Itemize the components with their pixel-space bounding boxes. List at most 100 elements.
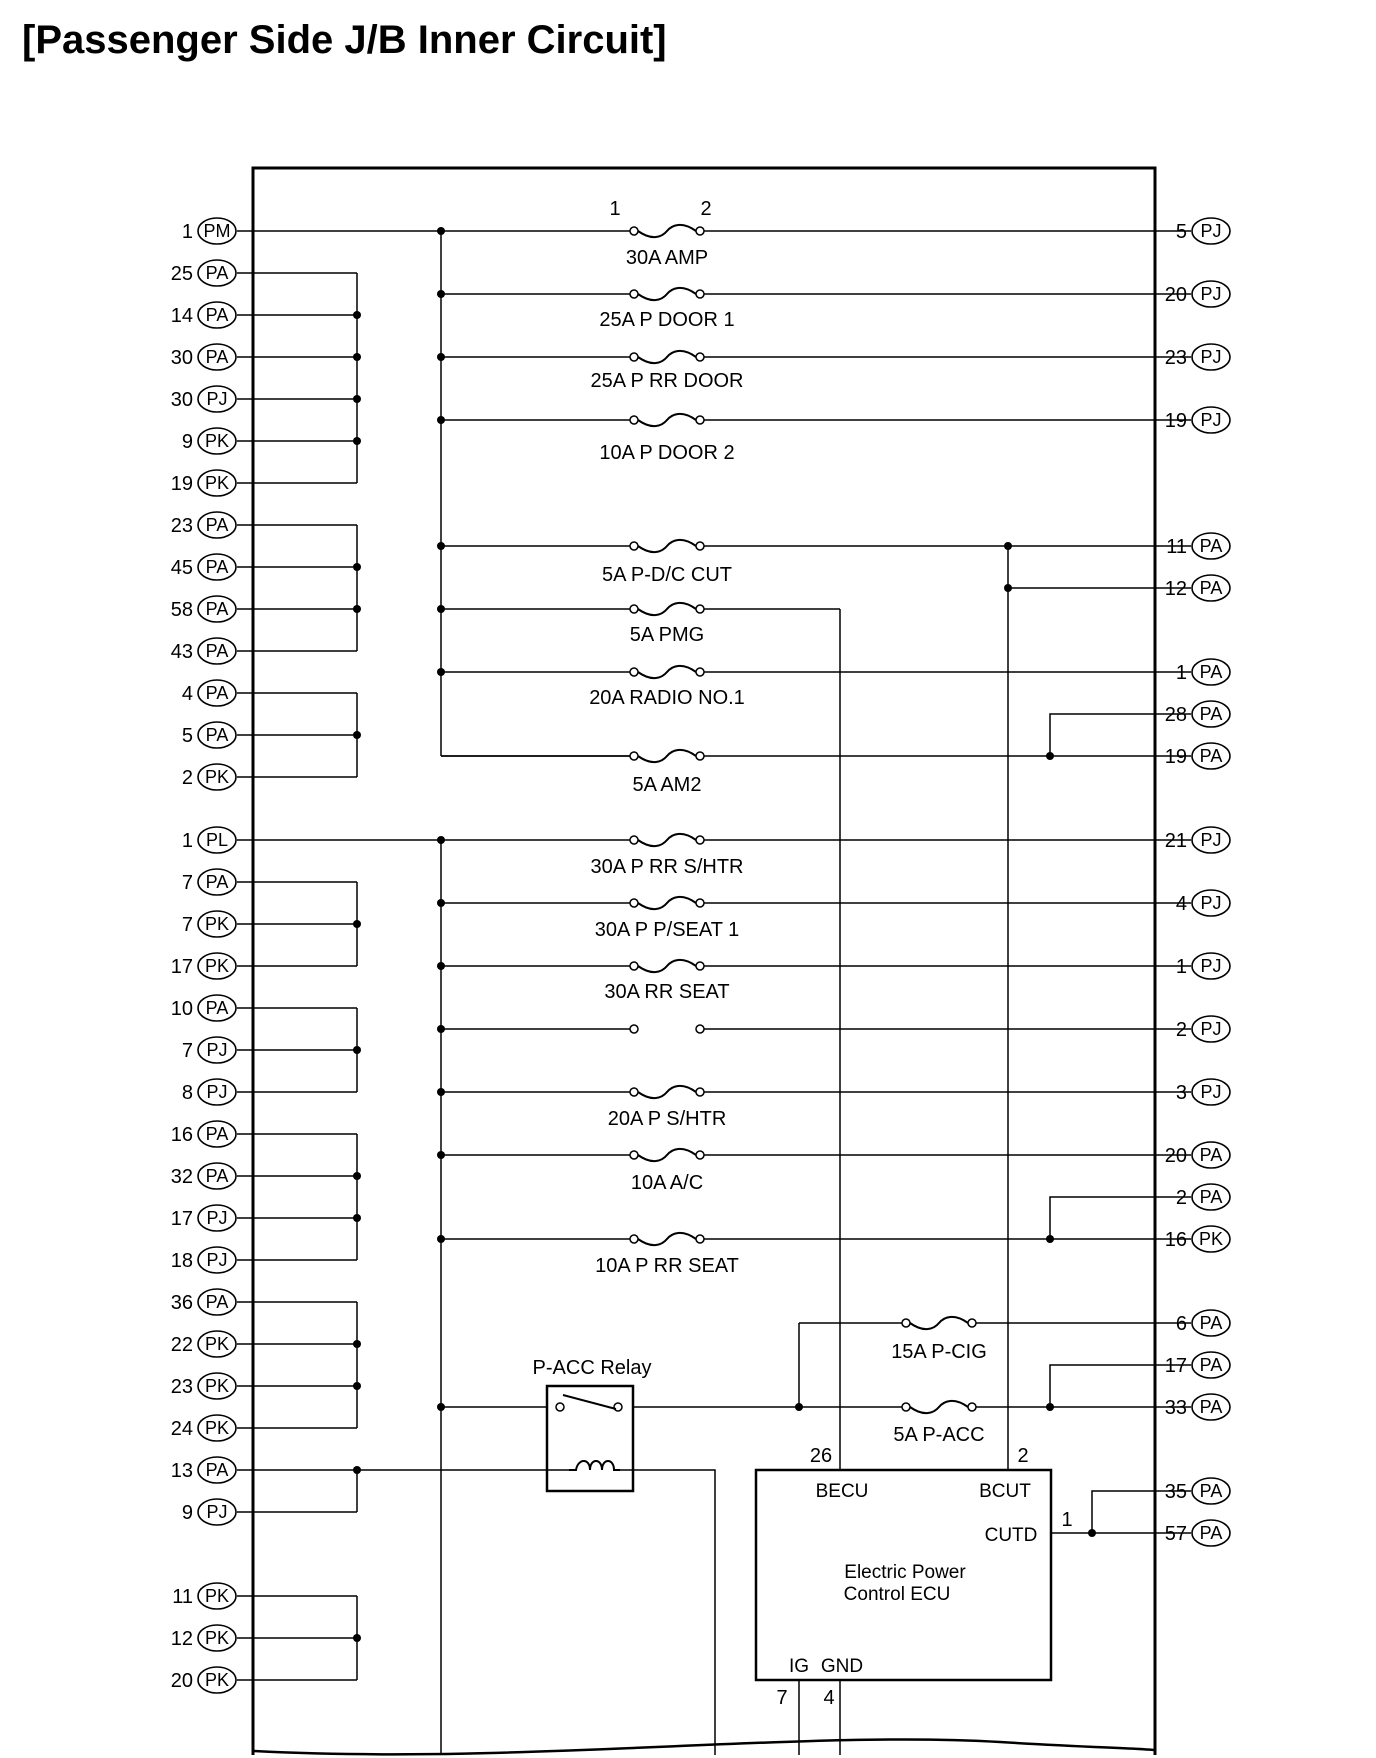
fuse-terminal <box>629 352 639 362</box>
right-connector: PJ2 <box>1176 1015 1231 1043</box>
connector-pin: 11 <box>1166 536 1187 558</box>
fuse-terminal <box>629 541 639 551</box>
connector-pin: 16 <box>1165 1229 1187 1251</box>
connector-code: PA <box>206 347 229 367</box>
connector-pin: 5 <box>182 725 193 747</box>
junction-dot <box>353 311 361 319</box>
connector-pin: 36 <box>171 1292 193 1314</box>
page-title: [Passenger Side J/B Inner Circuit] <box>22 18 667 62</box>
fuse: 5A P-ACC <box>893 1400 985 1446</box>
connector-code: PL <box>206 830 228 850</box>
fuse-terminal <box>695 751 705 761</box>
ecu-pin-number: 2 <box>1017 1445 1028 1467</box>
connector-pin: 2 <box>1176 1019 1187 1041</box>
connector-pin: 19 <box>171 473 193 495</box>
connector-code: PA <box>1200 746 1223 766</box>
connector-code: PK <box>205 1670 229 1690</box>
junction-dot <box>437 1088 445 1096</box>
connector-pin: 25 <box>171 263 193 285</box>
fuse-terminal <box>695 289 705 299</box>
left-connector: PL 1 <box>182 826 237 854</box>
connector-code: PJ <box>1200 221 1221 241</box>
connector-oval <box>197 1498 237 1526</box>
fuse-terminal <box>629 898 639 908</box>
fuse-terminal <box>695 1087 705 1097</box>
connector-code: PA <box>206 599 229 619</box>
connector-code: PA <box>206 305 229 325</box>
connector-code: PK <box>205 1334 229 1354</box>
connector-code: PK <box>205 1628 229 1648</box>
junction-dot <box>795 1403 803 1411</box>
fuse: 5A PMG <box>629 602 705 646</box>
fuse-element <box>637 602 697 616</box>
connector-pin: 1 <box>182 830 193 852</box>
junction-dot <box>437 899 445 907</box>
fuse-terminal <box>901 1318 911 1328</box>
connector-pin: 45 <box>171 557 193 579</box>
fuse-element <box>637 749 697 763</box>
ecu-name: Electric Power <box>844 1562 966 1583</box>
connector-oval <box>1191 217 1231 245</box>
connector-code: PM <box>204 221 231 241</box>
connector-oval <box>197 637 237 665</box>
junction-dot <box>437 962 445 970</box>
ecu-box <box>754 1468 1053 1682</box>
junction-block-break-line <box>252 1738 1156 1756</box>
connector-code: PA <box>1200 578 1223 598</box>
connector-code: PJ <box>206 389 227 409</box>
connector-oval <box>197 721 237 749</box>
left-connector: PK2 <box>182 763 237 791</box>
left-connector: PJ9 <box>182 1498 237 1526</box>
connector-pin: 20 <box>171 1670 193 1692</box>
fuse-terminal <box>695 226 705 236</box>
connector-oval <box>1191 826 1231 854</box>
fuse-terminal <box>629 961 639 971</box>
open-terminal <box>695 1024 705 1034</box>
connector-oval <box>1191 280 1231 308</box>
ecu-terminal-ig: IG <box>789 1656 809 1677</box>
connector-oval <box>197 511 237 539</box>
connector-oval <box>197 994 237 1022</box>
junction-dot <box>1046 1403 1054 1411</box>
left-connector: PJ8 <box>182 1078 237 1106</box>
ecu-terminal-bcut: BCUT <box>979 1481 1031 1502</box>
connector-oval <box>197 427 237 455</box>
fuse-label: 10A P RR SEAT <box>595 1255 739 1277</box>
connector-code: PK <box>205 1418 229 1438</box>
junction-dot <box>353 1172 361 1180</box>
connector-oval <box>1191 1141 1231 1169</box>
fuse: 30A AMP <box>626 224 708 269</box>
right-connector: PJ5 <box>1176 217 1231 245</box>
connector-oval <box>197 1078 237 1106</box>
fuse-element <box>637 224 697 238</box>
connector-oval <box>1191 1519 1231 1547</box>
relay-switch-arm <box>562 1394 617 1410</box>
relay-label: P-ACC Relay <box>533 1357 652 1379</box>
connector-code: PA <box>206 725 229 745</box>
junction-dot <box>353 563 361 571</box>
connector-oval <box>197 952 237 980</box>
fuse-terminal <box>695 541 705 551</box>
connector-pin: 17 <box>1165 1355 1187 1377</box>
connector-code: PA <box>206 872 229 892</box>
fuse-element <box>637 1085 697 1099</box>
fuse: 30A P RR S/HTR <box>590 833 744 878</box>
fuse-terminal <box>629 751 639 761</box>
fuse-label: 5A P-ACC <box>893 1424 984 1446</box>
left-connector: PA4 <box>182 679 237 707</box>
